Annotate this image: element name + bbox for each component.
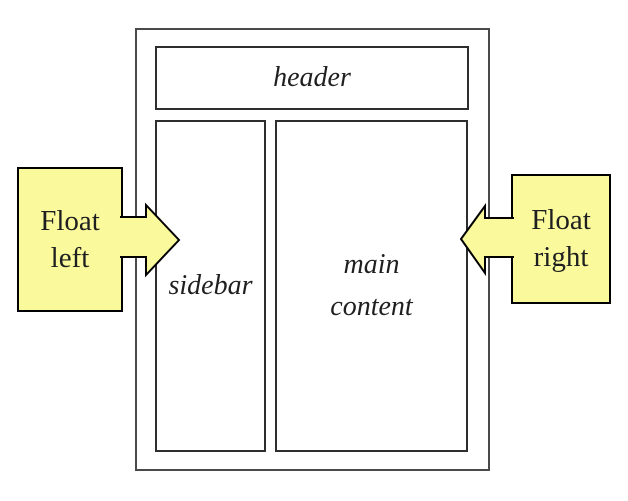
float-left-callout: Float left: [17, 167, 123, 312]
main-content-label: main content: [330, 244, 412, 328]
main-content-box: main content: [275, 120, 468, 452]
sidebar-box: sidebar: [155, 120, 266, 452]
header-box: header: [155, 46, 469, 110]
sidebar-label: sidebar: [168, 270, 253, 301]
float-right-label-line2: right: [533, 241, 589, 273]
float-left-label-line1: Float: [40, 204, 100, 237]
header-label: header: [273, 62, 351, 93]
float-right-label-line1: Float: [531, 204, 591, 237]
float-right-callout: Float right: [511, 174, 611, 304]
float-left-label-line2: left: [50, 241, 90, 274]
main-content-label-line2: content: [330, 291, 413, 322]
main-content-label-line1: main: [343, 249, 400, 280]
